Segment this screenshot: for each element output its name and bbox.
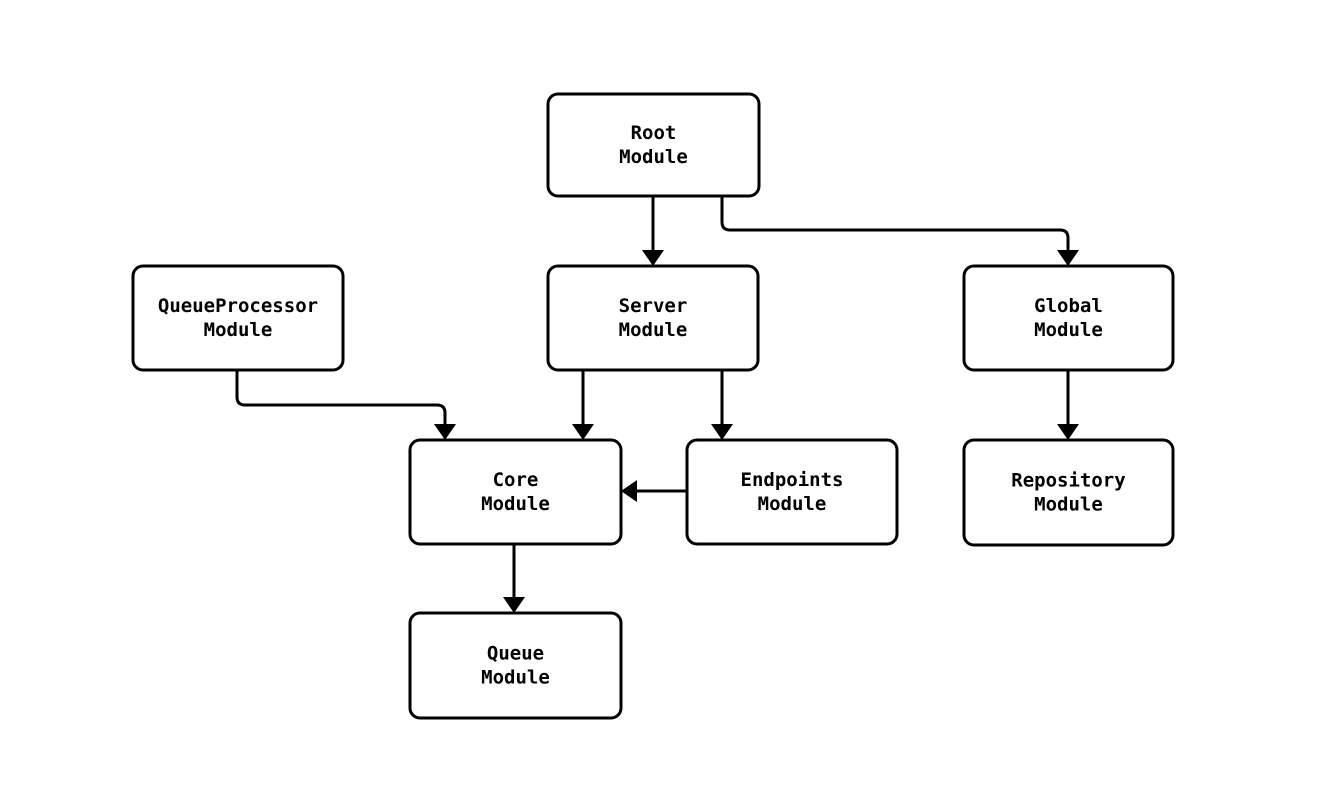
node-label-line2: Module — [1034, 493, 1103, 515]
node-label-line1: Root — [631, 122, 677, 144]
node-label-line2: Module — [481, 492, 550, 514]
node-box[interactable] — [408, 438, 623, 546]
node-box[interactable] — [131, 264, 345, 372]
node-box[interactable] — [685, 438, 899, 546]
node-label-line2: Module — [1034, 318, 1103, 340]
edge-server-to-core — [572, 370, 594, 440]
node-box[interactable] — [546, 264, 760, 372]
node-label-line1: Repository — [1011, 469, 1125, 491]
edge-global-to-repository — [1057, 370, 1079, 440]
node-box[interactable] — [962, 438, 1175, 547]
arrowhead-icon — [503, 597, 525, 613]
edge-queueprocessor-to-core — [235, 370, 456, 440]
node-label-line1: QueueProcessor — [158, 295, 318, 317]
arrowhead-icon — [642, 250, 664, 266]
edges-layer — [235, 196, 1079, 613]
edge-line — [720, 196, 1070, 250]
arrowhead-icon — [434, 424, 456, 440]
node-label-line2: Module — [204, 318, 273, 340]
edge-line — [235, 370, 447, 424]
node-label-line1: Core — [493, 469, 539, 491]
edge-endpoints-to-core — [621, 480, 687, 502]
node-label-line2: Module — [619, 145, 688, 167]
node-box[interactable] — [408, 611, 623, 720]
arrowhead-icon — [711, 424, 733, 440]
edge-core-to-queue — [503, 544, 525, 613]
node-label-line2: Module — [758, 492, 827, 514]
edge-root-to-global — [720, 196, 1079, 266]
arrowhead-icon — [621, 480, 637, 502]
node-label-line1: Global — [1034, 295, 1103, 317]
node-label-line1: Server — [619, 295, 688, 317]
node-label-line1: Endpoints — [741, 469, 844, 491]
node-label-line1: Queue — [487, 642, 544, 664]
arrowhead-icon — [1057, 424, 1079, 440]
node-box[interactable] — [546, 92, 761, 198]
edge-server-to-endpoints — [711, 370, 733, 440]
arrowhead-icon — [572, 424, 594, 440]
arrowhead-icon — [1057, 250, 1079, 266]
node-box[interactable] — [962, 264, 1175, 372]
node-label-line2: Module — [619, 318, 688, 340]
node-label-line2: Module — [481, 666, 550, 688]
edge-root-to-server — [642, 196, 664, 266]
